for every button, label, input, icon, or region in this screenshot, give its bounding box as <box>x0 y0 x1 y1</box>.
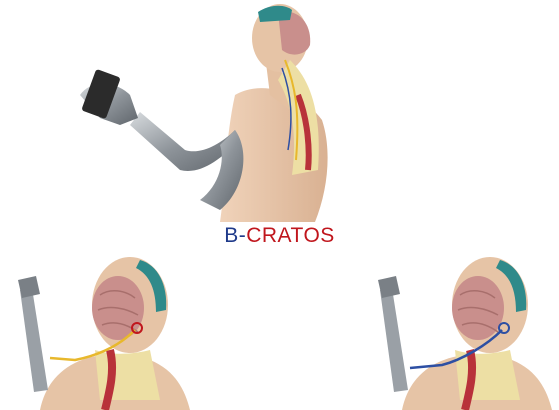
system-caption: B-CRATOS <box>0 224 559 248</box>
head-device-shape <box>258 6 292 22</box>
prosthetic-arm-holding-phone-illustration <box>60 0 350 222</box>
caption-prefix: B <box>224 224 239 247</box>
tissue-cutaway-shape <box>95 350 160 400</box>
prosthetic-arm-shape <box>380 288 408 392</box>
caption-word: CRATOS <box>246 224 335 247</box>
prosthetic-hand-shape <box>18 276 40 298</box>
prosthetic-arm-shape <box>20 288 48 392</box>
prosthetic-arm-sensory-feedback-illustration <box>362 250 559 410</box>
prosthetic-hand-shape <box>378 276 400 298</box>
prosthetic-arm-brain-signal-illustration <box>0 250 200 410</box>
